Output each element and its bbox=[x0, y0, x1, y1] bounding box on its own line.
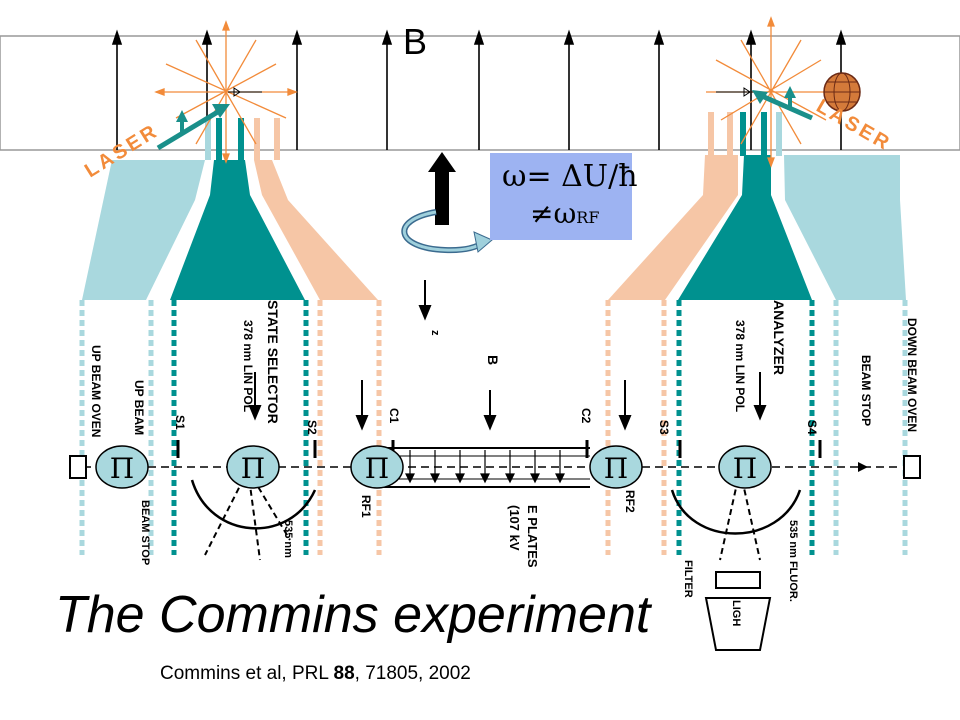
light-label: LIGH bbox=[730, 600, 742, 626]
analyzer-funnel bbox=[678, 155, 812, 300]
pi-ellipse-rf1: Π bbox=[350, 445, 404, 489]
b-arrow bbox=[473, 29, 485, 150]
b-arrow bbox=[291, 29, 303, 150]
selector-wavelength-label: 378 nm LIN POL bbox=[241, 320, 255, 412]
schematic-down-arrows bbox=[248, 280, 767, 431]
slide-title: The Commins experiment bbox=[55, 586, 651, 644]
pi-symbol: Π bbox=[110, 452, 134, 485]
right-polarization-burst bbox=[706, 16, 836, 168]
pi-symbol: Π bbox=[241, 452, 265, 485]
s1-label: S1 bbox=[173, 415, 187, 430]
pi-ellipse-selector: Π bbox=[226, 445, 280, 489]
omega-relation: ω= ΔU/ħ bbox=[502, 159, 638, 194]
magnetic-field-label: B bbox=[403, 21, 428, 62]
analyzer-label: ANALYZER bbox=[771, 300, 787, 375]
right-stems bbox=[708, 112, 782, 156]
left-polarization-burst bbox=[154, 20, 298, 164]
c1-label: C1 bbox=[387, 408, 401, 424]
down-beam-funnel bbox=[784, 155, 906, 300]
precession-arrow-icon bbox=[401, 152, 493, 254]
citation-volume: 88 bbox=[333, 663, 355, 684]
e-field-arrows bbox=[405, 450, 565, 484]
analyzer-peach-funnel bbox=[608, 155, 738, 300]
right-laser-arrow bbox=[752, 86, 814, 121]
s3-label: S3 bbox=[657, 420, 671, 435]
b-field-arrows bbox=[111, 29, 847, 150]
right-spin-marker bbox=[716, 87, 760, 97]
b-schematic-label: B bbox=[485, 355, 501, 365]
analyzer-hardware bbox=[704, 571, 772, 651]
pi-ellipse-rf2: Π bbox=[589, 445, 643, 489]
b-arrow bbox=[563, 29, 575, 150]
pi-ellipse-analyzer: Π bbox=[718, 445, 772, 489]
e-kv-label: (107 kV bbox=[507, 505, 522, 551]
b-arrow bbox=[381, 29, 393, 150]
down-beam-oven-label: DOWN BEAM OVEN bbox=[905, 318, 919, 432]
pi-ellipse-up-beam: Π bbox=[95, 445, 149, 489]
b-arrow bbox=[111, 29, 123, 150]
left-laser-arrow bbox=[156, 104, 230, 151]
s4-label: S4 bbox=[805, 420, 819, 435]
filter-label: FILTER bbox=[682, 560, 694, 598]
atom-globe-icon bbox=[823, 72, 861, 112]
left-535nm-label: 535 nm bbox=[282, 520, 294, 558]
down-oven-box bbox=[903, 455, 921, 479]
omega-subscript: RF bbox=[576, 208, 600, 227]
left-beam-stop-label: BEAM STOP bbox=[139, 500, 151, 565]
beam-axis bbox=[69, 455, 921, 479]
citation-prefix: Commins et al, PRL bbox=[160, 663, 334, 684]
collector-mirrors bbox=[190, 479, 802, 535]
rf1-label: RF1 bbox=[359, 495, 373, 518]
citation: Commins et al, PRL 88, 71805, 2002 bbox=[160, 663, 471, 685]
b-arrow bbox=[653, 29, 665, 150]
left-stems bbox=[205, 118, 280, 160]
right-535nm-label: 535 nm FLUOR. bbox=[787, 520, 799, 602]
omega-inequality: ≠ωRF bbox=[530, 197, 599, 230]
selector-peach-funnel bbox=[254, 160, 378, 300]
up-beam-funnel bbox=[82, 160, 205, 300]
resonance-condition-box: ω= ΔU/ħ ≠ωRF bbox=[490, 153, 638, 240]
state-selector-label: STATE SELECTOR bbox=[265, 300, 281, 424]
up-oven-box bbox=[69, 455, 87, 479]
citation-suffix: , 71805, 2002 bbox=[354, 663, 471, 684]
right-beam-stop-label: BEAM STOP bbox=[859, 355, 873, 426]
e-plates bbox=[382, 447, 590, 488]
up-beam-oven-label: UP BEAM OVEN bbox=[89, 345, 103, 437]
up-beam-label: UP BEAM bbox=[132, 380, 146, 435]
pi-regions: Π Π Π Π Π bbox=[95, 445, 772, 489]
rf2-label: RF2 bbox=[623, 490, 637, 513]
state-selector-funnel bbox=[170, 160, 305, 300]
beam-dashed-lines bbox=[79, 300, 908, 555]
c2-label: C2 bbox=[579, 408, 593, 424]
left-spin-marker bbox=[228, 87, 262, 97]
z-axis-label: z bbox=[429, 330, 441, 336]
pi-symbol: Π bbox=[365, 452, 389, 485]
s2-label: S2 bbox=[305, 420, 319, 435]
pi-symbol: Π bbox=[733, 452, 757, 485]
e-plates-label: E PLATES bbox=[525, 505, 540, 568]
omega-neq: ≠ω bbox=[530, 197, 577, 230]
analyzer-wavelength-label: 378 nm LIN POL bbox=[733, 320, 747, 412]
schematic-labels: UP BEAM OVEN UP BEAM BEAM STOP S1 STATE … bbox=[89, 300, 919, 626]
pi-symbol: Π bbox=[604, 452, 628, 485]
